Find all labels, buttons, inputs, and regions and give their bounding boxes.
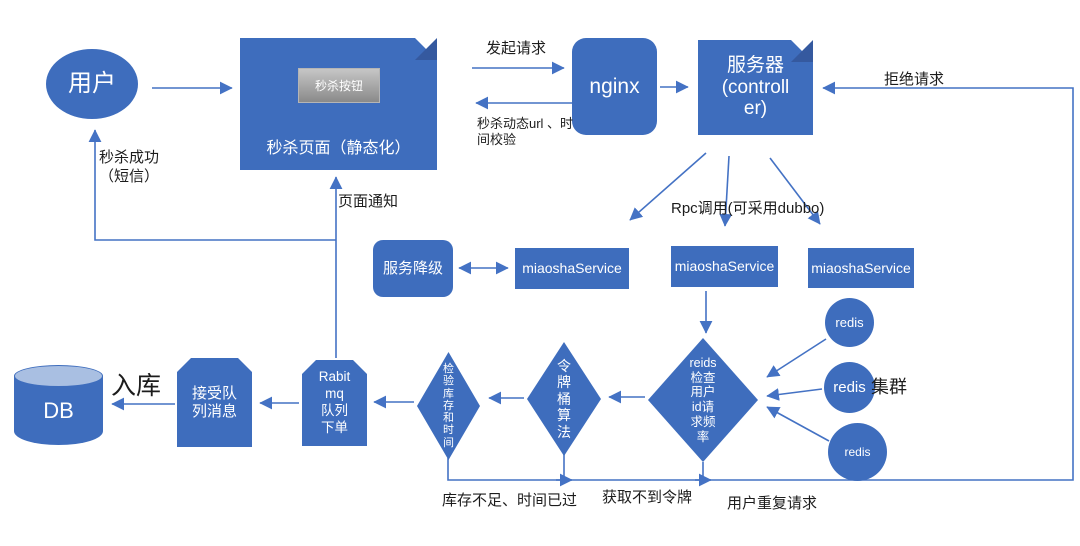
page-fold-corner [415,38,437,60]
edge-sms-to-user [88,129,336,241]
miaosha-service-1-shape [515,248,629,289]
node-server-controller[interactable]: 服务器 (controll er) [698,40,813,135]
miaosha-service-2-label: miaoshaService [674,258,775,275]
seckill-button[interactable]: 秒杀按钮 [298,68,380,103]
redis-3-label: redis [844,444,871,459]
node-redis-2[interactable]: redis [824,362,875,413]
label-initiate-request: 发起请求 [486,40,547,57]
node-nginx[interactable]: nginx [572,38,657,135]
node-service-degrade[interactable]: 服务降级 [373,240,453,297]
miaosha-service-2-shape [671,246,778,287]
node-miaosha-service-2[interactable]: miaoshaService [671,246,778,287]
edge-redis3-to-freq [766,406,830,442]
label-reject-request: 拒绝请求 [884,71,945,88]
miaosha-service-3-shape [808,248,914,288]
nginx-shape [572,38,657,135]
label-rpc-call: Rpc调用(可采用dubbo) [671,200,825,217]
token-bucket-label: 令 牌 桶 算 法 [557,357,571,440]
redis-freq-check-label: reids 检查 用户 id请 求频 率 [689,355,717,444]
stock-time-check-label: 检 验 库 存 和 时 间 [443,362,454,449]
label-into-db: 入库 [111,372,162,400]
redis-1-label: redis [835,314,864,330]
user-label: 用户 [68,69,116,97]
node-receive-queue[interactable]: 接受队 列消息 [177,358,252,447]
rabbitmq-label: Rabit mq 队列 下单 [318,369,351,435]
edge-server-to-svc2 [719,155,733,227]
edge-server-to-svc1 [629,152,707,221]
redis-2-shape [824,362,875,413]
db-label: DB [43,397,74,423]
db-cylinder-body [14,376,103,445]
edge-redis1-to-freq [766,338,827,378]
node-rabbitmq[interactable]: Rabit mq 队列 下单 [302,360,367,446]
label-no-token: 获取不到令牌 [602,489,693,506]
nginx-label: nginx [589,74,640,98]
label-redis-cluster: 集群 [871,377,907,397]
node-db[interactable]: DB [14,365,103,445]
node-miaosha-service-3[interactable]: miaoshaService [808,248,914,288]
label-page-notify: 页面通知 [338,193,399,210]
redis-3-shape [828,423,887,481]
node-user[interactable]: 用户 [46,49,138,119]
miaosha-service-3-label: miaoshaService [811,259,911,276]
node-miaosha-service-1[interactable]: miaoshaService [515,248,629,289]
server-label: 服务器 (controll er) [721,54,790,120]
receive-queue-shape [177,358,252,447]
node-token-bucket[interactable]: 令 牌 桶 算 法 [527,342,601,456]
edge-redis2-to-freq [766,388,823,401]
user-ellipse-shape [46,49,138,119]
node-redis-3[interactable]: redis [828,423,887,481]
server-fold-corner [791,40,813,62]
seckill-page-label: 秒杀页面（静态化） [266,140,411,157]
redis-2-label: redis [833,378,866,396]
edge-reject-loop [447,81,1074,481]
service-degrade-shape [373,240,453,297]
seckill-page-shape [240,38,437,170]
node-redis-1[interactable]: redis [825,298,874,347]
receive-queue-label: 接受队 列消息 [191,384,237,420]
node-seckill-page[interactable]: 秒杀按钮 秒杀页面（静态化） [240,38,437,170]
label-stock-insufficient: 库存不足、时间已过 [442,492,578,509]
rabbitmq-shape [302,360,367,446]
node-redis-freq-check[interactable]: reids 检查 用户 id请 求频 率 [648,338,758,462]
label-seckill-success-sms: 秒杀成功 （短信） [99,149,160,185]
node-stock-time-check[interactable]: 检 验 库 存 和 时 间 [417,352,480,460]
edge-server-to-svc3 [769,157,821,225]
redis-1-shape [825,298,874,347]
label-dynamic-url-check: 秒杀动态url 、时 间校验 [477,116,574,148]
label-user-repeat: 用户重复请求 [727,495,818,512]
miaosha-service-1-label: miaoshaService [522,260,622,277]
db-cylinder-top [14,365,103,387]
service-degrade-label: 服务降级 [382,259,443,277]
